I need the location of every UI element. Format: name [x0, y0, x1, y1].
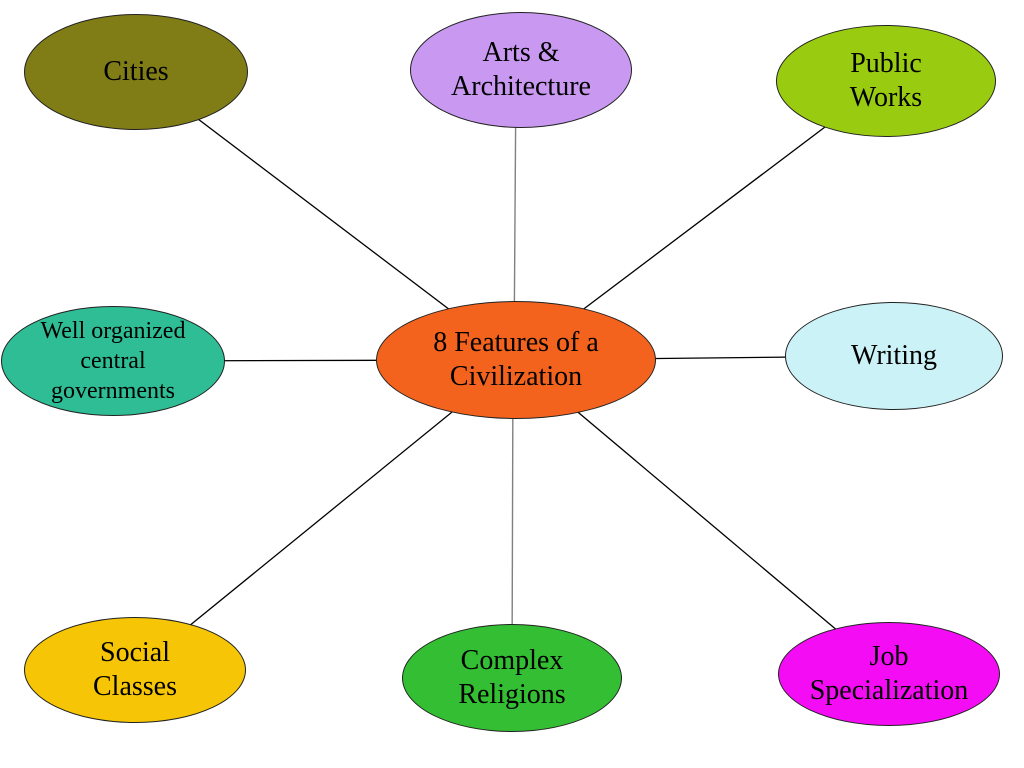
node-job-specialization-label-line1: Job — [869, 641, 909, 672]
node-writing: Writing — [785, 302, 1003, 410]
node-cities: Cities — [24, 14, 248, 130]
node-center-topic: 8 Features of a Civilization — [376, 301, 656, 419]
node-arts-architecture-label-line1: Arts & — [482, 37, 560, 68]
node-complex-religions-label-line1: Complex — [460, 645, 564, 676]
node-public-works-label-line1: Public — [850, 48, 922, 79]
node-social-classes-label-line1: Social — [100, 637, 170, 668]
node-central-governments-label-line2: central — [80, 348, 146, 374]
node-central-governments-label-line1: Well organized — [40, 318, 186, 344]
node-arts-architecture-label-line2: Architecture — [451, 71, 591, 102]
node-arts-architecture: Arts & Architecture — [410, 12, 632, 128]
node-writing-label: Writing — [851, 340, 937, 371]
node-social-classes: Social Classes — [24, 617, 246, 723]
node-job-specialization-label-line2: Specialization — [809, 675, 969, 706]
node-job-specialization: Job Specialization — [778, 622, 1000, 726]
node-complex-religions-label-line2: Religions — [458, 679, 566, 710]
node-social-classes-label-line2: Classes — [93, 671, 177, 702]
node-public-works-label-line2: Works — [849, 82, 923, 113]
node-cities-label: Cities — [103, 56, 169, 87]
node-complex-religions: Complex Religions — [402, 624, 622, 732]
node-central-governments-label-line3: governments — [51, 378, 175, 404]
center-topic-label-line1: 8 Features of a — [433, 327, 599, 358]
center-topic-label-line2: Civilization — [449, 361, 583, 392]
node-public-works: Public Works — [776, 25, 996, 137]
node-central-governments: Well organized central governments — [1, 306, 225, 416]
